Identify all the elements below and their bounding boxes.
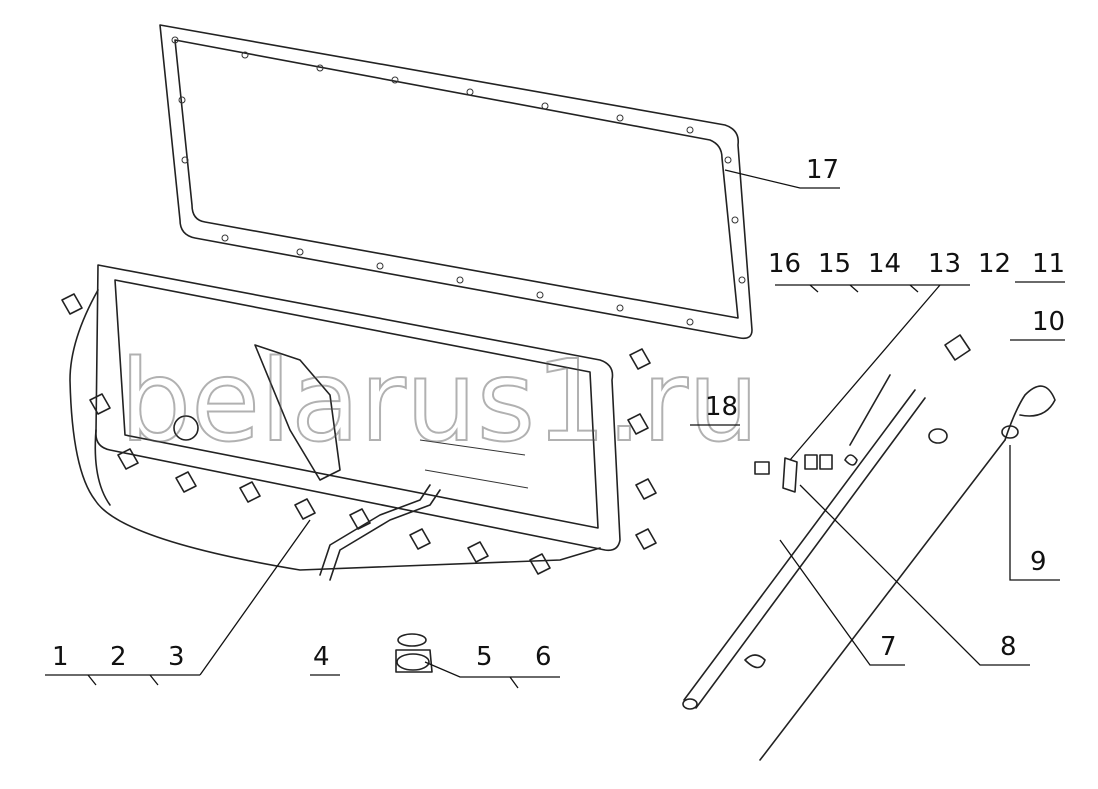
callout-11: 11: [1032, 249, 1065, 279]
callout-13: 13: [928, 249, 961, 279]
callout-14: 14: [868, 249, 901, 279]
oil-pan-gasket: [159, 24, 753, 340]
callout-15: 15: [818, 249, 851, 279]
watermark: belarus1.ru: [120, 337, 759, 467]
callout-numbers: 1 2 3 4 5 6 7 8 9 10 11 12 13 14 15 16 1…: [52, 155, 1065, 672]
pan-bolts: [61, 293, 657, 575]
callout-1: 1: [52, 642, 69, 672]
dipstick: [759, 385, 1056, 761]
callout-12: 12: [978, 249, 1011, 279]
oil-pan: [69, 264, 621, 581]
dipstick-tube: [682, 389, 926, 710]
callout-18: 18: [705, 392, 738, 422]
fastener-group: [754, 334, 971, 493]
callout-5: 5: [476, 642, 493, 672]
callout-6: 6: [535, 642, 552, 672]
drain-plug: [395, 633, 433, 673]
callout-2: 2: [110, 642, 127, 672]
callout-17: 17: [806, 155, 839, 185]
callout-9: 9: [1030, 547, 1047, 577]
callout-4: 4: [313, 642, 330, 672]
leader-lines: [45, 169, 1065, 689]
callout-8: 8: [1000, 632, 1017, 662]
callout-16: 16: [768, 249, 801, 279]
callout-10: 10: [1032, 307, 1065, 337]
callout-7: 7: [880, 632, 897, 662]
callout-3: 3: [168, 642, 185, 672]
